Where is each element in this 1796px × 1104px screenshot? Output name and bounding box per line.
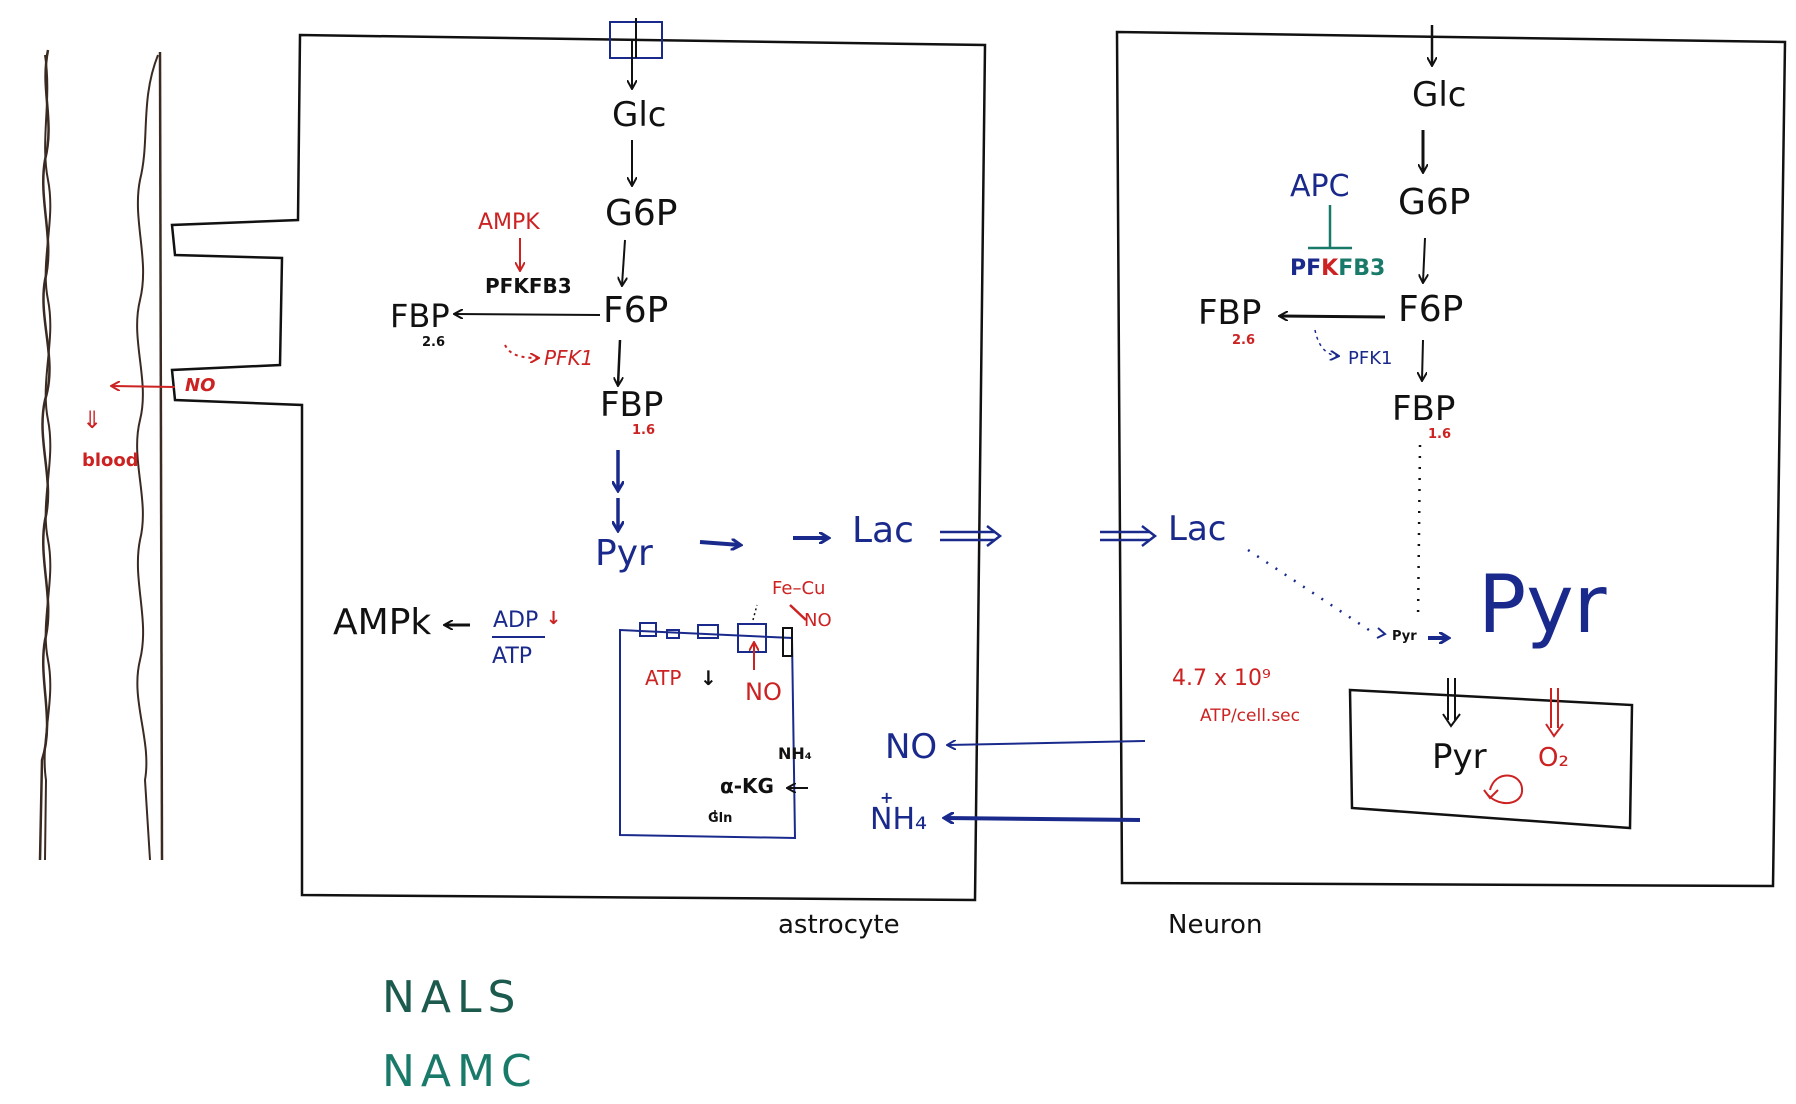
neuron-pfkfb3: PFKFB3 — [1290, 258, 1385, 280]
neuron-mito-pyr: Pyr — [1432, 737, 1487, 777]
neuron-lac: Lac — [1168, 509, 1227, 549]
astro-fbp16-subscript: 1.6 — [632, 423, 656, 438]
astro-g6p: G6P — [605, 193, 678, 234]
intercellular-no: NO — [885, 727, 938, 767]
arrow-f6p-fbp16 — [618, 339, 620, 385]
intercellular-nh4: NH₄ — [870, 802, 928, 837]
vessel-wall-inner — [158, 51, 164, 861]
blood-flow-arrow-icon: ⇓ — [82, 406, 103, 434]
legend-item-namc: NAMC — [382, 1046, 538, 1097]
neuron-glc: Glc — [1412, 75, 1467, 115]
astro-glc: Glc — [612, 95, 667, 135]
mito-no-complex: NO — [804, 610, 832, 631]
neuron-dotted-lac-pyr — [1247, 548, 1373, 634]
neuron-pfkfb3-part-k: K — [1321, 256, 1339, 281]
vessel-wall-inner-2 — [136, 54, 159, 861]
lactate-export-arrow — [940, 525, 1003, 547]
lactate-import-arrow — [1100, 525, 1158, 547]
neuron-fbp26-subscript: 2.6 — [1232, 333, 1256, 348]
blood-label: blood — [82, 450, 139, 471]
intercellular-nh4-charge: + — [880, 788, 894, 807]
astro-adp: ADP — [493, 608, 539, 633]
astro-pyr: Pyr — [595, 533, 653, 574]
mito-no: NO — [745, 678, 782, 706]
mito-atp-decrease-arrow-icon: ↓ — [700, 666, 717, 690]
neuron-dotted-fbp16-pyr — [1416, 444, 1422, 621]
astrocyte-membrane — [170, 33, 987, 902]
astrocyte-label: astrocyte — [778, 910, 900, 940]
neuron-mitochondrion — [1348, 678, 1634, 830]
blood-vessel — [38, 49, 164, 861]
neuron-dotted-arrowhead — [1376, 627, 1387, 639]
astro-f6p: F6P — [603, 290, 669, 331]
astro-fbp16: FBP — [600, 385, 664, 425]
legend-item-nals: NALS — [382, 972, 522, 1023]
neuron-membrane — [1115, 30, 1787, 888]
neuron-pfkfb3-part-pf: PF — [1290, 256, 1322, 281]
neuron-arrow-g6p-f6p — [1423, 237, 1425, 282]
astro-lac: Lac — [852, 510, 914, 551]
neuron-fbp16: FBP — [1392, 389, 1456, 429]
astro-fbp26: FBP — [390, 297, 450, 335]
arrow-no-vessel — [112, 386, 176, 387]
neuron-pyr-small: Pyr — [1392, 629, 1417, 644]
apc-inhibition-symbol — [1308, 205, 1352, 250]
mito-fe-cu: Fe–Cu — [772, 578, 826, 599]
neuron-f6p: F6P — [1398, 289, 1464, 330]
neuron-arrow-f6p-fbp16 — [1422, 339, 1423, 380]
arrow-f6p-fbp26 — [455, 314, 601, 315]
neuron-atp-rate: 4.7 x 10⁹ — [1172, 666, 1271, 691]
neuron-pfk1: PFK1 — [1348, 348, 1393, 369]
vessel-no-label: NO — [185, 375, 216, 396]
mito-gln: Gln — [708, 811, 733, 826]
neuron-fbp26: FBP — [1198, 293, 1262, 333]
neuron-mito-o2: O₂ — [1538, 743, 1569, 773]
astro-fbp26-subscript: 2.6 — [422, 335, 446, 350]
neuron-arrow-fbp26-pfk1 — [1314, 329, 1338, 356]
astro-ampk-top: AMPK — [478, 210, 540, 235]
neuron-fbp16-subscript: 1.6 — [1428, 427, 1452, 442]
astro-ampk-left: AMPk — [333, 602, 432, 643]
arrow-neuron-nh4 — [945, 818, 1141, 820]
neuron-apc: APC — [1290, 169, 1350, 204]
vessel-wall-outer — [38, 49, 51, 861]
neuron-atp-rate-unit: ATP/cell.sec — [1200, 706, 1300, 726]
neuron-pfkfb3-part-fb3: FB3 — [1338, 256, 1386, 281]
neuron-arrow-f6p-fbp26 — [1280, 316, 1386, 317]
arrow-pyr-lac-1 — [699, 542, 740, 545]
mito-atp: ATP — [645, 666, 682, 690]
mito-nh4: NH₄ — [778, 744, 812, 763]
neuron-g6p: G6P — [1398, 182, 1471, 223]
arrow-fbp26-pfk1 — [504, 344, 538, 358]
astrocyte-mitochondrion — [619, 604, 808, 840]
astro-atp: ATP — [492, 644, 533, 669]
mito-akg: α-KG — [720, 774, 774, 798]
arrow-g6p-f6p — [622, 239, 625, 285]
vessel-wall-outer-2 — [43, 54, 52, 861]
neuron-pyr-big: Pyr — [1478, 558, 1607, 651]
neuron-label: Neuron — [1168, 910, 1263, 940]
adp-decrease-arrow-icon: ↓ — [546, 608, 562, 629]
astro-pfkfb3: PFKFB3 — [485, 274, 572, 298]
arrow-neuron-no — [948, 741, 1146, 745]
astro-pfk1: PFK1 — [544, 346, 594, 370]
